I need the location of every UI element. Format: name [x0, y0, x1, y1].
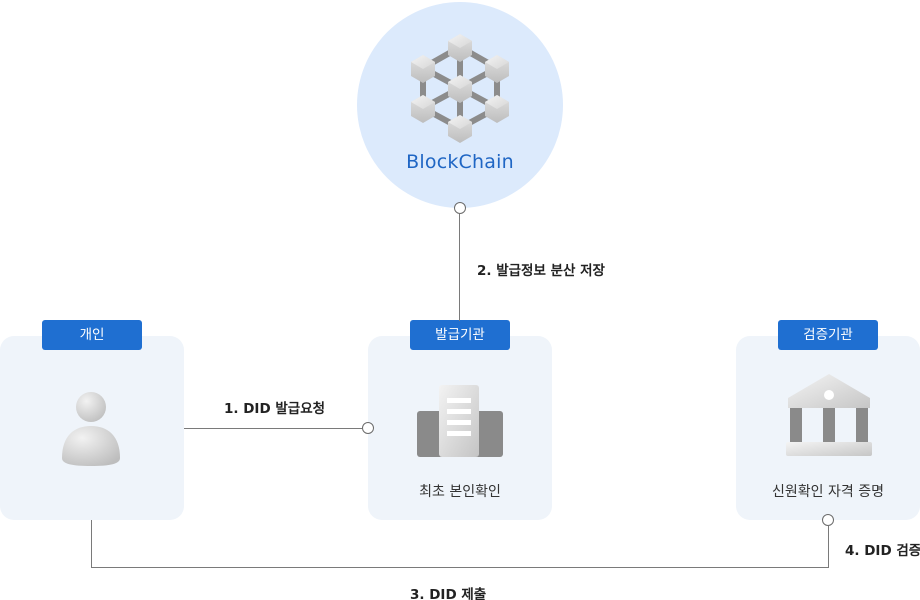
connector-individual-down	[91, 520, 92, 568]
individual-badge: 개인	[42, 320, 142, 350]
step-2-label: 2. 발급정보 분산 저장	[477, 263, 605, 279]
verifier-caption: 신원확인 자격 증명	[772, 484, 884, 500]
person-icon	[60, 390, 124, 466]
connector-individual-issuer	[184, 428, 362, 429]
connector-node	[822, 514, 834, 526]
connector-verifier-up	[828, 526, 829, 568]
step-1-label: 1. DID 발급요청	[224, 401, 326, 417]
connector-node	[362, 422, 374, 434]
connector-blockchain-issuer	[459, 214, 460, 321]
issuer-badge: 발급기관	[410, 320, 510, 350]
issuer-caption: 최초 본인확인	[419, 484, 501, 500]
connector-bottom	[91, 567, 829, 568]
connector-node	[454, 202, 466, 214]
blockchain-network-icon	[410, 32, 510, 144]
step-4-label: 4. DID 검증	[845, 543, 920, 559]
bank-icon	[786, 372, 872, 458]
verifier-badge: 검증기관	[778, 320, 878, 350]
building-icon	[417, 385, 503, 459]
step-3-label: 3. DID 제출	[410, 587, 487, 600]
blockchain-label: BlockChain	[406, 151, 514, 173]
